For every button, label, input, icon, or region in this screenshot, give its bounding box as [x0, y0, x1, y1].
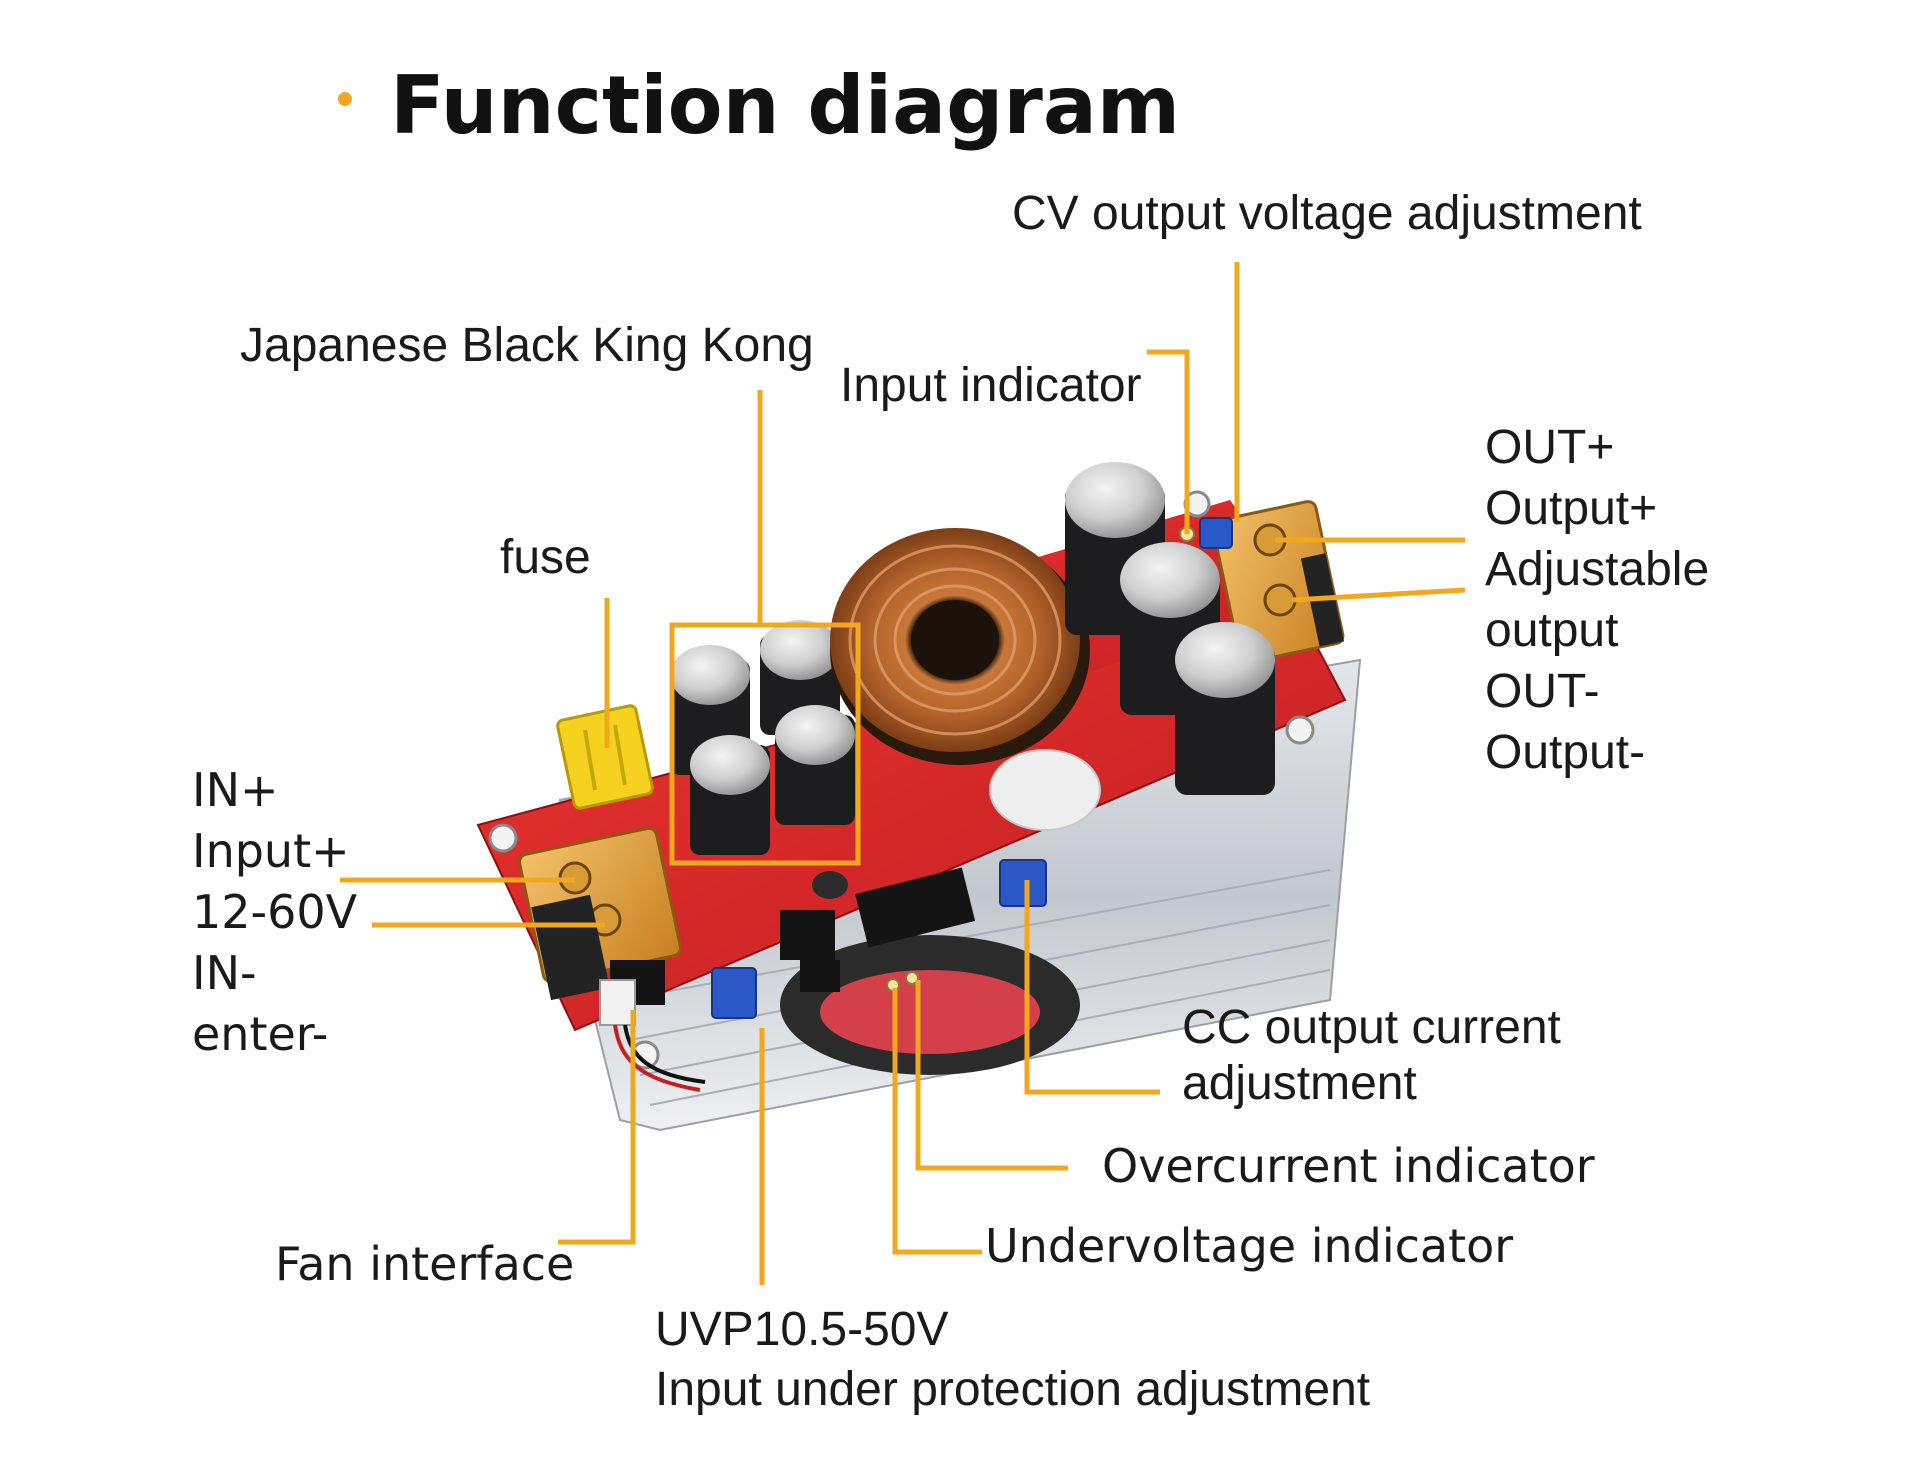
label-cv-adjust: CV output voltage adjustment [1012, 187, 1642, 240]
label-input-indicator: Input indicator [840, 359, 1142, 412]
label-output-minus: Output- [1485, 726, 1646, 779]
label-cc-adjust-line1: CC output current [1182, 1001, 1561, 1054]
fan-connector [599, 979, 706, 1092]
board-illustration [476, 462, 1362, 1132]
label-in-minus: IN- [192, 946, 257, 1000]
label-output-plus: Output+ [1485, 482, 1658, 535]
control-circuitry [610, 867, 976, 1005]
label-adjustable: Adjustable [1485, 543, 1710, 596]
input-capacitors [670, 620, 855, 855]
label-cc-adjust-line2: adjustment [1182, 1057, 1417, 1110]
mounting-holes [488, 490, 1315, 1070]
output-capacitors [1065, 462, 1275, 795]
label-out-minus: OUT- [1485, 665, 1600, 718]
label-uvp-line2: Input under protection adjustment [655, 1363, 1371, 1416]
label-in-plus: IN+ [192, 763, 279, 817]
fan-hub [820, 970, 1040, 1054]
fuse-part [556, 704, 654, 810]
page-title: Function diagram [390, 59, 1181, 152]
label-fuse: fuse [500, 531, 591, 584]
input-terminal-block [518, 826, 682, 1001]
leader-fan-interface [558, 1010, 636, 1245]
capacitor-highlight-box [669, 622, 861, 866]
label-out-plus: OUT+ [1485, 421, 1615, 474]
label-uvp-line1: UVP10.5-50V [655, 1303, 949, 1356]
label-black-king-kong: Japanese Black King Kong [240, 319, 814, 372]
leader-lines [340, 262, 1466, 1285]
label-overcurrent-indicator: Overcurrent indicator [1102, 1139, 1595, 1193]
leader-overcurrent [915, 980, 1068, 1171]
title-bullet-icon [338, 92, 352, 106]
toroidal-inductor [830, 528, 1101, 831]
potentiometers [711, 517, 1233, 1019]
label-undervoltage-indicator: Undervoltage indicator [985, 1219, 1514, 1273]
leader-undervoltage [892, 988, 982, 1255]
cc-potentiometer [999, 859, 1047, 907]
label-fan-interface: Fan interface [275, 1237, 575, 1291]
label-output: output [1485, 604, 1619, 657]
leader-out-minus [1291, 587, 1466, 603]
label-voltage-range: 12-60V [192, 885, 358, 939]
uvp-potentiometer [711, 967, 757, 1019]
leader-input-indicator [1147, 349, 1190, 534]
overcurrent-led [905, 971, 919, 985]
label-enter-minus: enter- [192, 1007, 329, 1061]
cv-potentiometer [1199, 517, 1233, 549]
label-input-plus: Input+ [192, 824, 350, 878]
leader-cc-adjust [1024, 880, 1160, 1095]
